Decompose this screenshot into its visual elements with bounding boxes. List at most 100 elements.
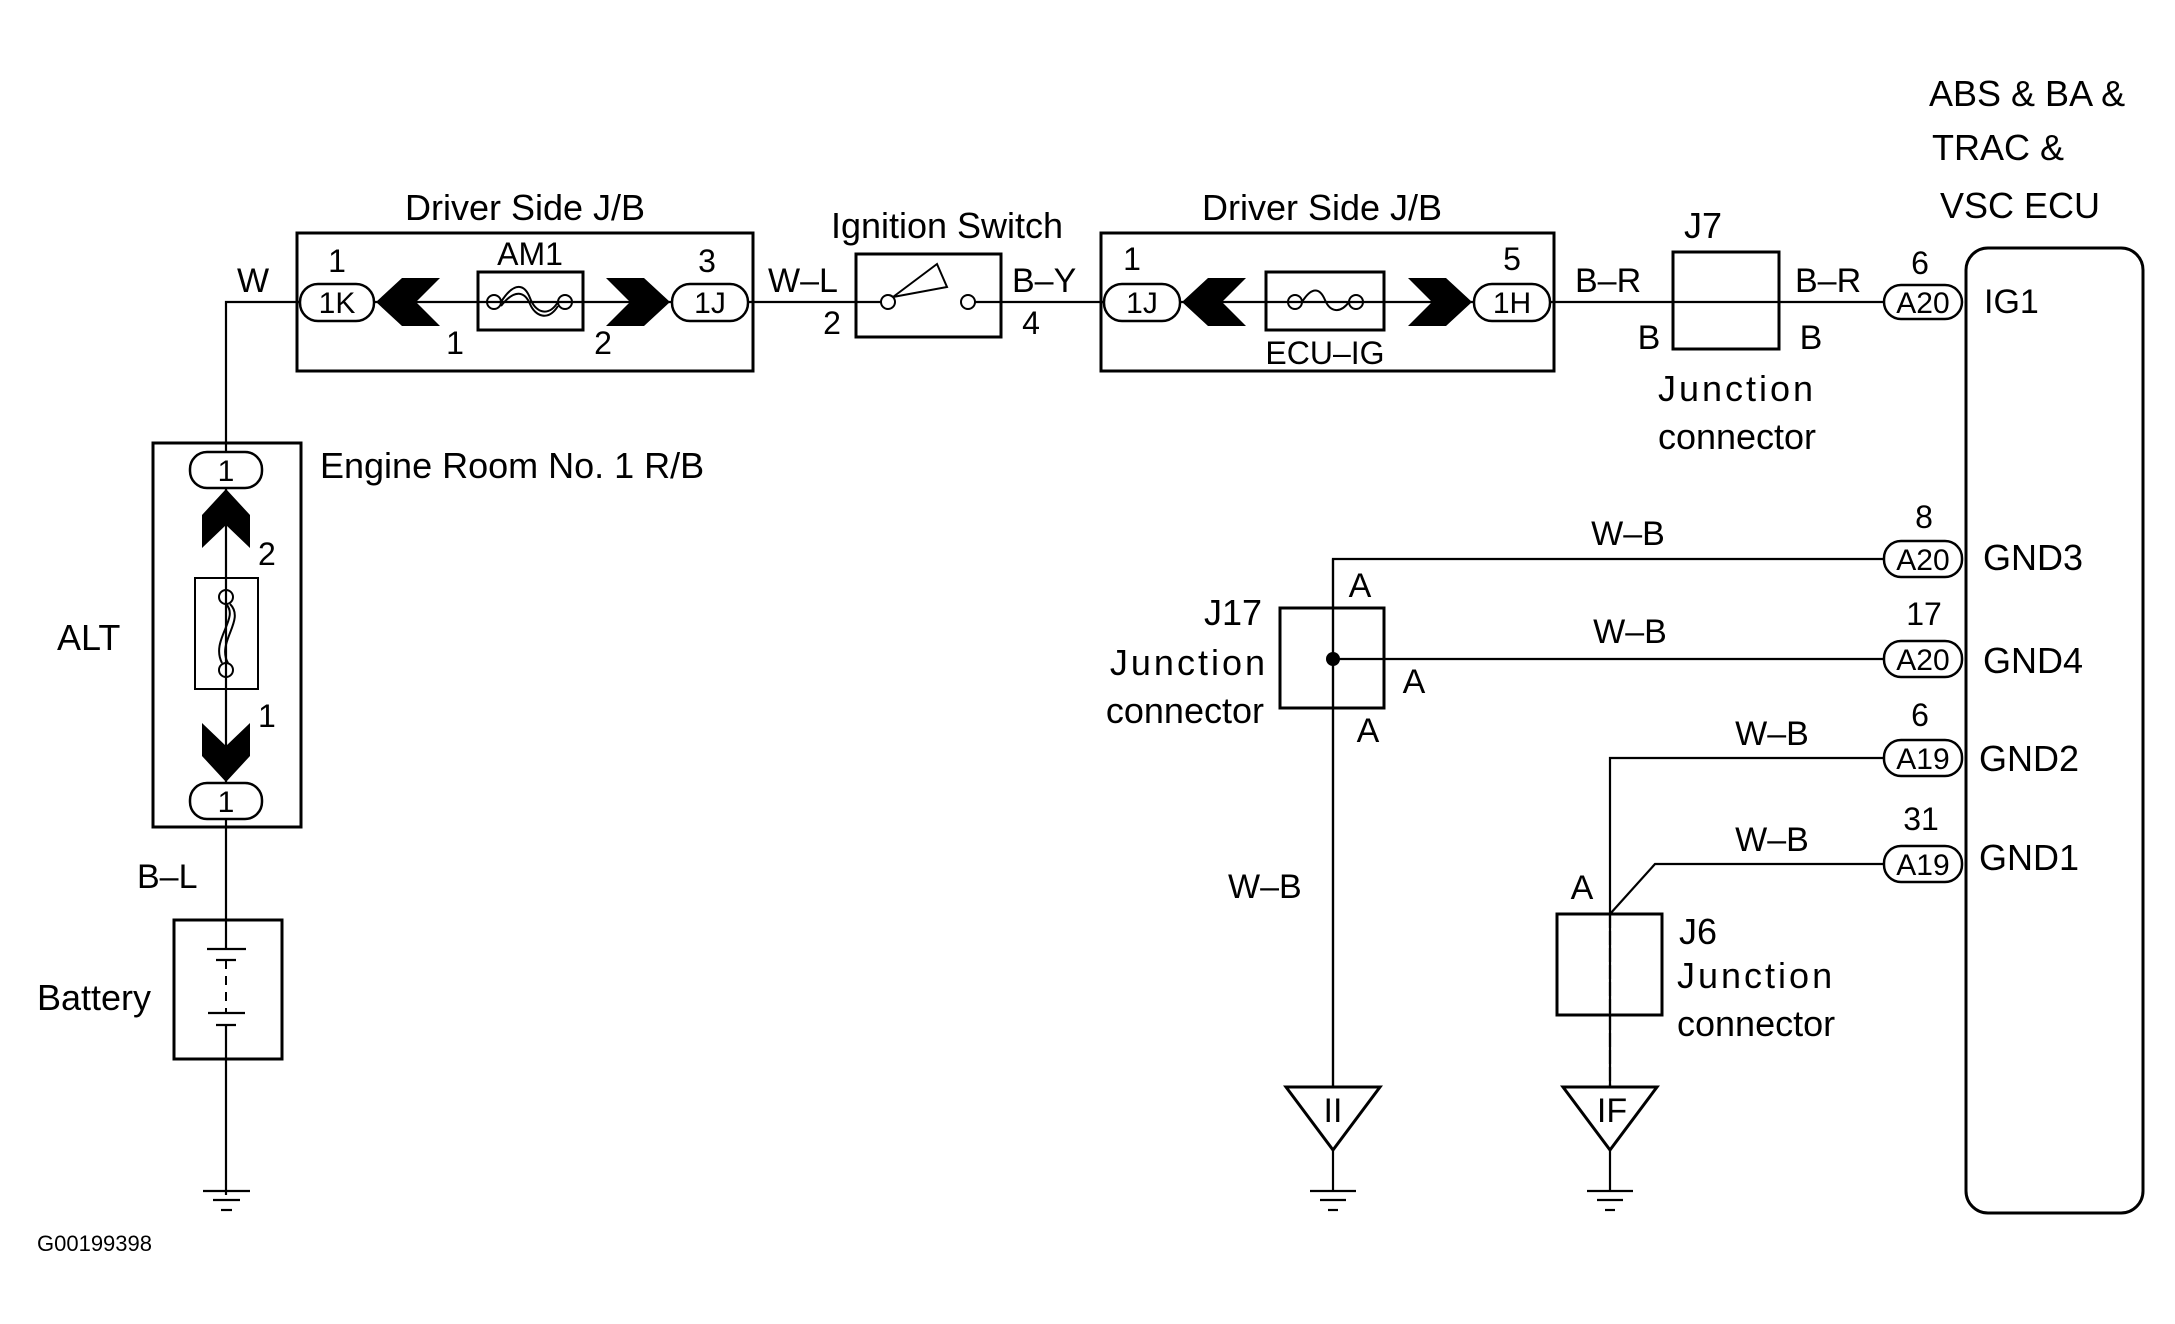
wire-label-b-l: B–L xyxy=(137,858,198,896)
wire-label-w-l: W–L xyxy=(768,262,838,300)
ground-icon xyxy=(1587,1189,1633,1212)
ground-point-if-label: IF xyxy=(1597,1092,1627,1130)
rb-title: Engine Room No. 1 R/B xyxy=(320,445,704,486)
switch-blade-icon xyxy=(892,262,949,298)
ecu-pin-gnd2: W–B 6 A19 GND2 xyxy=(1735,697,2079,779)
j6-label-line1: Junction xyxy=(1677,955,1835,996)
am1-fuse-label: AM1 xyxy=(497,236,563,272)
pin-name: GND3 xyxy=(1983,537,2083,578)
chevron-left-icon xyxy=(1182,278,1246,326)
wire-label-gnd1: W–B xyxy=(1735,821,1809,859)
pin-name: GND2 xyxy=(1979,738,2079,779)
pin-name: GND1 xyxy=(1979,837,2079,878)
pin-number: 6 xyxy=(1911,697,1929,733)
battery: Battery xyxy=(37,918,284,1061)
jb2-pin-left: 1 xyxy=(1123,241,1141,277)
connector-a20 xyxy=(1882,539,1964,579)
connector-1j-a-label: 1J xyxy=(694,287,726,320)
connector-1k xyxy=(298,282,376,323)
ecu-title-line1: ABS & BA & xyxy=(1929,73,2125,114)
driver-side-jb-ecu-ig: Driver Side J/B 1J 1H 1 5 ECU–IG xyxy=(1099,187,1556,373)
j6-title: J6 xyxy=(1679,911,1717,952)
battery-label: Battery xyxy=(37,977,151,1018)
connector-1j-b xyxy=(1102,282,1182,323)
wire-label-gnd3: W–B xyxy=(1591,515,1665,553)
connector-1h xyxy=(1472,282,1552,323)
connector-label: A20 xyxy=(1896,544,1949,577)
ground-point-triangle xyxy=(1560,1085,1660,1153)
jb1-title: Driver Side J/B xyxy=(405,187,645,228)
j6-pin-top: A xyxy=(1571,869,1594,907)
j17-label-line2: connector xyxy=(1106,690,1264,731)
wire-label-w: W xyxy=(237,262,269,300)
connector-label: A19 xyxy=(1896,849,1949,882)
ecu-box xyxy=(1964,246,2145,1215)
j7-pin-left: B xyxy=(1638,319,1661,357)
ecu-title-line3: VSC ECU xyxy=(1940,185,2100,226)
wire-label-j17-down: W–B xyxy=(1228,868,1302,906)
pin-number: 6 xyxy=(1911,245,1929,281)
ground-point-ii: II xyxy=(1283,1085,1383,1212)
j7-junction-connector: J7 B B Junction connector xyxy=(1638,205,1823,457)
splice-dot xyxy=(1326,652,1340,666)
j7-title: J7 xyxy=(1684,205,1722,246)
j7-label-line2: connector xyxy=(1658,416,1816,457)
rb-connector-bottom xyxy=(188,781,264,821)
pin-number: 17 xyxy=(1906,596,1942,632)
ignition-pin-out: 4 xyxy=(1022,305,1040,341)
ground-icon xyxy=(1310,1189,1356,1212)
j17-pin-top: A xyxy=(1349,567,1372,605)
ignition-pin-in: 2 xyxy=(823,305,841,341)
j17-junction-connector: A A A J17 Junction connector xyxy=(1106,559,1426,1087)
pin-number: 8 xyxy=(1915,499,1933,535)
j6-junction-connector: A J6 Junction connector xyxy=(1555,869,1835,1087)
jb1-pin-left: 1 xyxy=(328,243,346,279)
j17-pin-bottom: A xyxy=(1357,712,1380,750)
jb1-pin-right: 3 xyxy=(698,243,716,279)
connector-a20 xyxy=(1882,639,1964,679)
chevron-right-icon xyxy=(1408,278,1472,326)
j7-pin-right: B xyxy=(1800,319,1823,357)
jb2-title: Driver Side J/B xyxy=(1202,187,1442,228)
j17-pin-right: A xyxy=(1403,663,1426,701)
connector-a19 xyxy=(1882,738,1964,778)
engine-room-relay-block: 1 1 2 1 ALT Engine Room No. 1 R/B xyxy=(57,441,704,829)
pin-name: IG1 xyxy=(1984,283,2039,321)
ecu-pin-ig1: 6 A20 IG1 xyxy=(1882,245,2039,321)
ground-point-ii-label: II xyxy=(1324,1092,1343,1130)
battery-box xyxy=(172,918,284,1061)
connector-label: A20 xyxy=(1896,644,1949,677)
rb-fuse-pin-bottom: 1 xyxy=(258,698,276,734)
ignition-switch-box xyxy=(854,252,1003,339)
wire-label-b-r-2: B–R xyxy=(1795,262,1861,300)
driver-side-jb-am1: Driver Side J/B 1K 1J 1 3 1 2 AM1 xyxy=(295,187,755,373)
j7-box xyxy=(1671,250,1781,351)
wire-label-gnd4: W–B xyxy=(1593,613,1667,651)
pin-name: GND4 xyxy=(1983,640,2083,681)
power-wires xyxy=(224,300,1897,1195)
chevron-down-icon xyxy=(202,723,250,782)
connector-label: A19 xyxy=(1896,743,1949,776)
chevron-up-icon xyxy=(202,489,250,548)
abs-vsc-ecu: ABS & BA & TRAC & VSC ECU xyxy=(1929,73,2145,1215)
connector-a19 xyxy=(1882,844,1964,884)
figure-id: G00199398 xyxy=(37,1231,152,1256)
connector-label: A20 xyxy=(1896,287,1949,320)
wire-gnd1 xyxy=(1609,862,1884,915)
connector-1k-label: 1K xyxy=(319,287,356,320)
wire-w xyxy=(224,300,300,443)
jb2-pin-right: 5 xyxy=(1503,241,1521,277)
chevron-left-icon xyxy=(376,278,440,326)
am1-fuse-box xyxy=(476,270,585,332)
j7-label-line1: Junction xyxy=(1658,368,1816,409)
ground-point-triangle xyxy=(1283,1085,1383,1153)
j17-label-line1: Junction xyxy=(1110,642,1268,683)
wire-label-b-y: B–Y xyxy=(1012,262,1076,300)
rb-connector-bottom-label: 1 xyxy=(218,786,235,819)
pin-number: 31 xyxy=(1903,801,1939,837)
fuse-icon xyxy=(486,285,573,317)
connector-1h-label: 1H xyxy=(1493,287,1531,320)
ignition-switch: Ignition Switch 2 4 xyxy=(823,205,1063,341)
ground-icon xyxy=(203,1189,250,1212)
